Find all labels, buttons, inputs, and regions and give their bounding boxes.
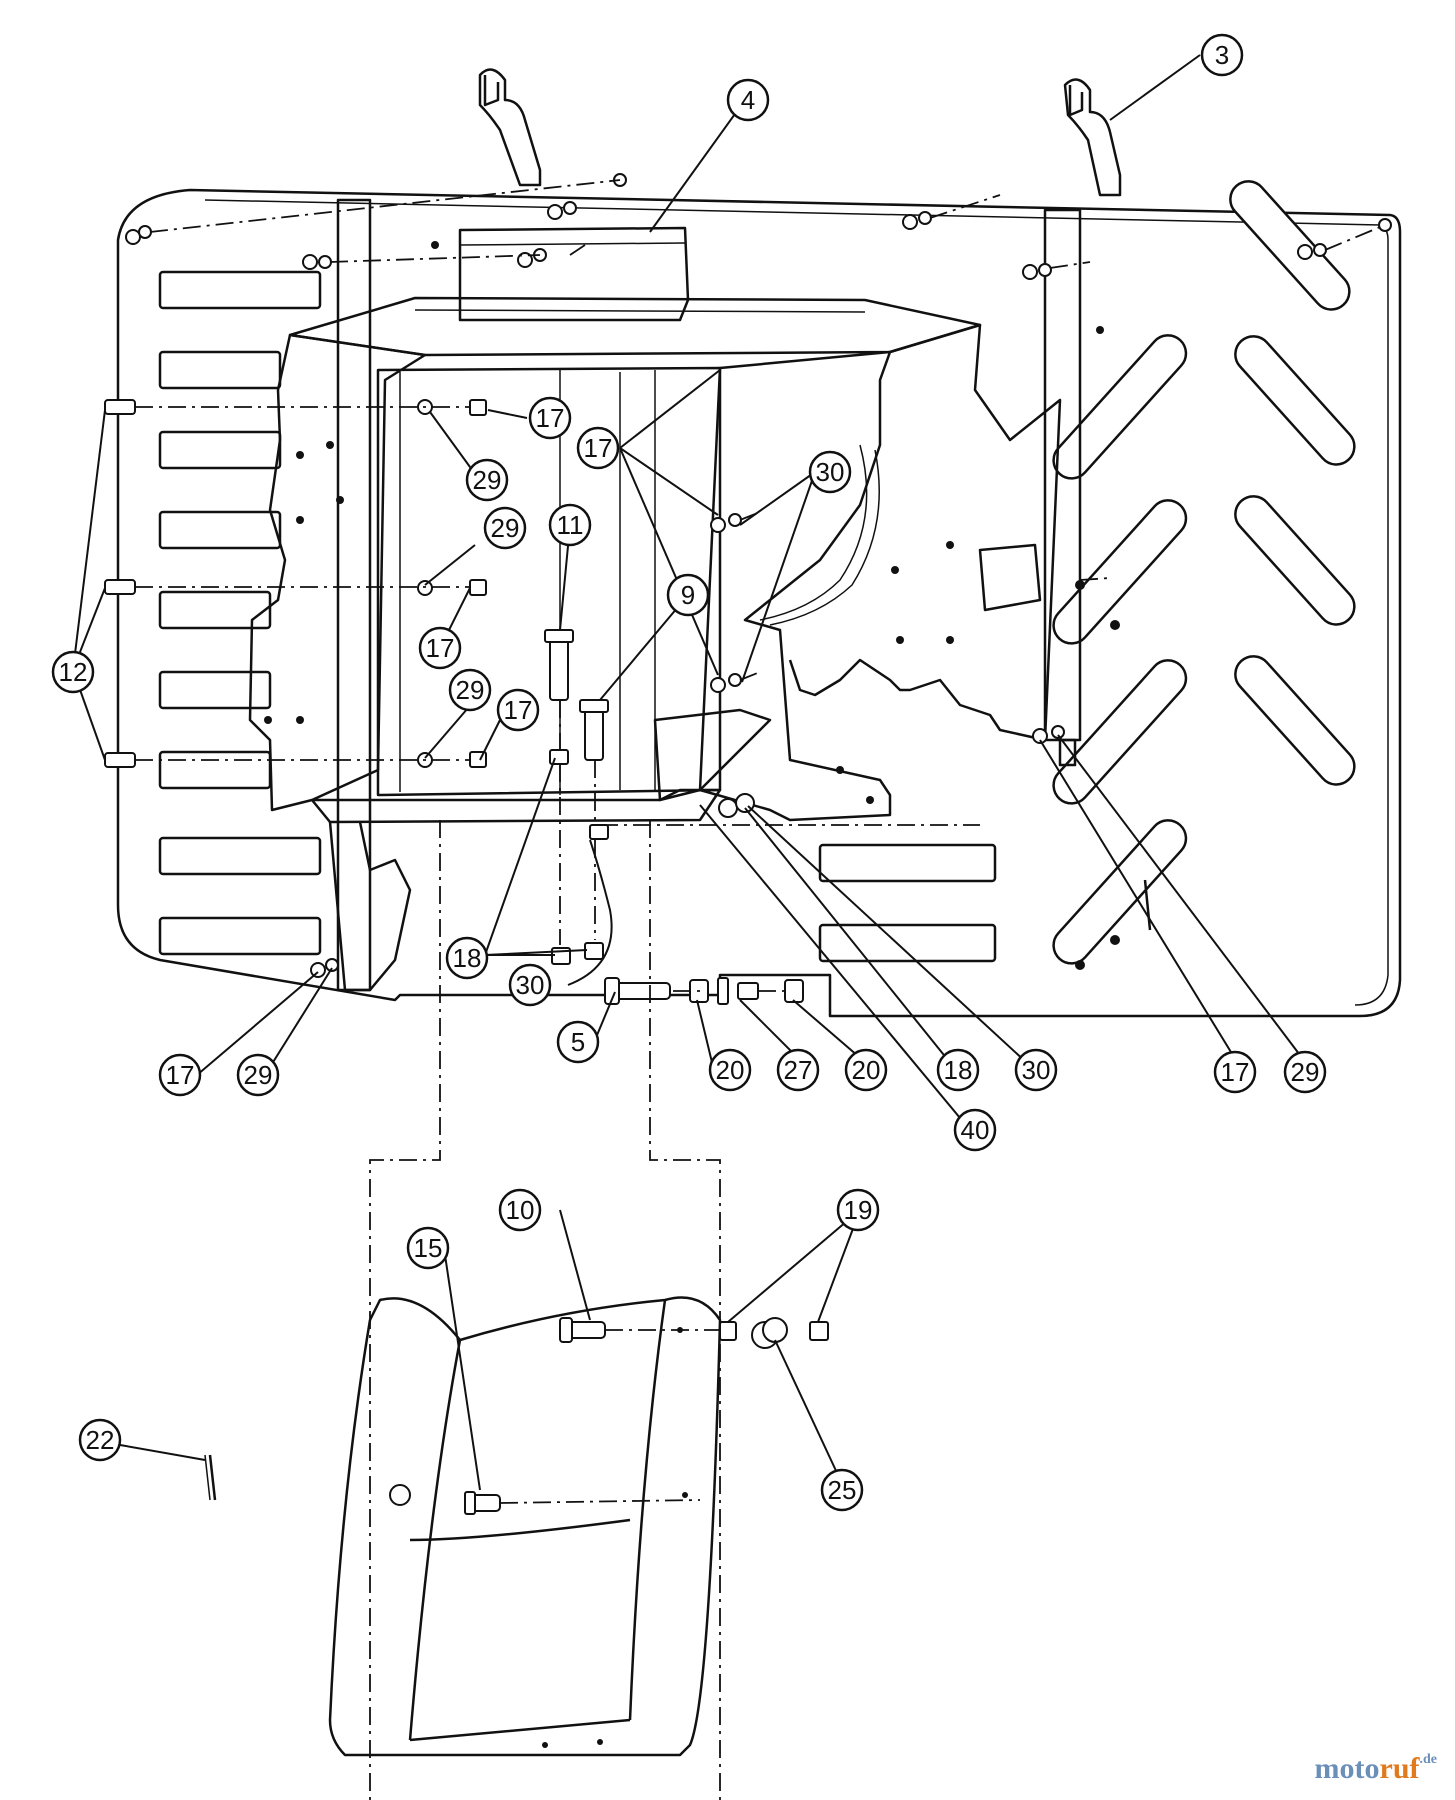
- pin-part-22: [204, 1454, 217, 1501]
- callout-30: 30: [808, 450, 852, 494]
- svg-text:5: 5: [571, 1027, 585, 1057]
- svg-text:3: 3: [1215, 40, 1229, 70]
- callout-30: 30: [1014, 1048, 1058, 1092]
- hitch-bracket-left: [478, 68, 542, 187]
- callout-9: 9: [666, 573, 710, 617]
- panel-slots-left: [158, 270, 322, 956]
- svg-text:10: 10: [506, 1195, 535, 1225]
- svg-text:17: 17: [166, 1060, 195, 1090]
- svg-text:17: 17: [1221, 1057, 1250, 1087]
- callout-27: 27: [776, 1048, 820, 1092]
- callout-17: 17: [576, 426, 620, 470]
- callout-29: 29: [1283, 1050, 1327, 1094]
- callout-29: 29: [465, 458, 509, 502]
- callout-17: 17: [528, 396, 572, 440]
- svg-text:29: 29: [1291, 1057, 1320, 1087]
- svg-text:18: 18: [944, 1055, 973, 1085]
- callout-29: 29: [448, 668, 492, 712]
- callout-18: 18: [936, 1048, 980, 1092]
- svg-text:29: 29: [491, 513, 520, 543]
- svg-text:20: 20: [852, 1055, 881, 1085]
- callout-22: 22: [78, 1418, 122, 1462]
- right-support-bar: [1043, 208, 1082, 767]
- svg-text:9: 9: [681, 580, 695, 610]
- callout-5: 5: [556, 1020, 600, 1064]
- svg-text:11: 11: [557, 510, 584, 540]
- svg-text:29: 29: [244, 1060, 273, 1090]
- callout-25: 25: [820, 1468, 864, 1512]
- top-bracket: [458, 226, 690, 322]
- svg-text:4: 4: [741, 85, 755, 115]
- lower-hopper: [328, 1296, 829, 1757]
- svg-text:27: 27: [784, 1055, 813, 1085]
- callout-10: 10: [498, 1188, 542, 1232]
- callout-3: 3: [1200, 33, 1244, 77]
- svg-text:17: 17: [584, 433, 613, 463]
- svg-text:15: 15: [414, 1233, 443, 1263]
- callout-29: 29: [236, 1053, 280, 1097]
- callout-17: 17: [418, 626, 462, 670]
- callout-18: 18: [445, 936, 489, 980]
- callout-20: 20: [844, 1048, 888, 1092]
- callout-11: 11: [548, 503, 592, 547]
- callout-19: 19: [836, 1188, 880, 1232]
- svg-text:12: 12: [59, 657, 88, 687]
- svg-text:25: 25: [828, 1475, 857, 1505]
- svg-text:19: 19: [844, 1195, 873, 1225]
- svg-text:30: 30: [516, 970, 545, 1000]
- callout-29: 29: [483, 506, 527, 550]
- svg-text:40: 40: [961, 1115, 990, 1145]
- callout-15: 15: [406, 1226, 450, 1270]
- svg-text:17: 17: [504, 695, 533, 725]
- callout-30: 30: [508, 963, 552, 1007]
- svg-text:20: 20: [716, 1055, 745, 1085]
- svg-text:29: 29: [456, 675, 485, 705]
- panel-slots-middle: [818, 843, 997, 963]
- callout-4: 4: [726, 78, 770, 122]
- callout-17: 17: [158, 1053, 202, 1097]
- panel-chevron-slots: [1052, 180, 1356, 965]
- svg-text:22: 22: [86, 1425, 115, 1455]
- callout-17: 17: [1213, 1050, 1257, 1094]
- svg-text:29: 29: [473, 465, 502, 495]
- hardware: [104, 173, 1392, 1005]
- callout-12: 12: [51, 650, 95, 694]
- callout-17: 17: [496, 688, 540, 732]
- assembly-lines: [135, 179, 1386, 1800]
- hitch-bracket-right: [1063, 78, 1122, 197]
- callout-40: 40: [953, 1108, 997, 1152]
- svg-text:17: 17: [536, 403, 565, 433]
- svg-text:17: 17: [426, 633, 455, 663]
- rear-panel: [116, 180, 1402, 1018]
- svg-text:18: 18: [453, 943, 482, 973]
- callout-20: 20: [708, 1048, 752, 1092]
- svg-text:30: 30: [1022, 1055, 1051, 1085]
- watermark-logo: motoruf.de: [1314, 1752, 1437, 1785]
- svg-text:30: 30: [816, 457, 845, 487]
